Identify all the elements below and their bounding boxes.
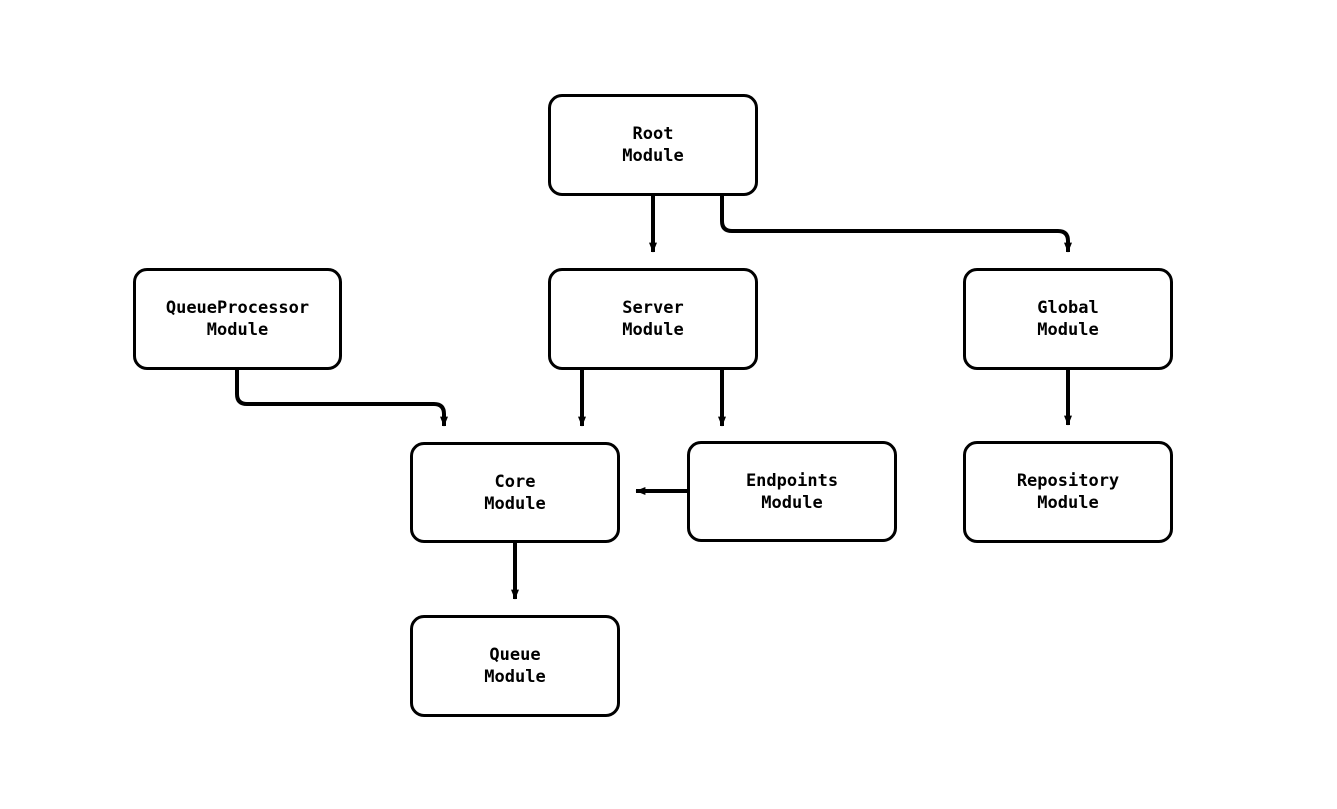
node-queueprocessor-module-line1: QueueProcessor: [165, 298, 310, 318]
node-server-module-line2: Module: [622, 320, 684, 340]
node-endpoints-module-line1: Endpoints: [745, 470, 839, 491]
node-root-module[interactable]: Root Module: [548, 94, 758, 196]
node-queue-module[interactable]: Queue Module: [410, 615, 620, 717]
node-core-module[interactable]: Core Module: [410, 442, 620, 543]
node-core-module-line2: Module: [484, 493, 546, 514]
node-queueprocessor-module[interactable]: QueueProcessor Module: [133, 268, 342, 370]
node-root-module-line2: Module: [622, 146, 684, 166]
node-queueprocessor-module-line2: Module: [206, 320, 269, 340]
node-global-module-line1: Global: [1037, 298, 1099, 318]
edge-root-global: [720, 196, 1072, 253]
node-repository-module[interactable]: Repository Module: [963, 441, 1173, 543]
node-endpoints-module-line2: Module: [761, 492, 823, 513]
node-queue-module-line1: Queue: [489, 645, 541, 665]
node-core-module-line1: Core: [494, 471, 536, 492]
node-repository-module-line2: Module: [1037, 493, 1099, 513]
node-queue-module-line2: Module: [484, 667, 546, 687]
node-endpoints-module[interactable]: Endpoints Module: [687, 441, 897, 542]
node-server-module-line1: Server: [622, 298, 684, 318]
node-global-module-line2: Module: [1037, 320, 1099, 340]
node-root-module-line1: Root: [632, 124, 674, 144]
node-global-module[interactable]: Global Module: [963, 268, 1173, 370]
node-server-module[interactable]: Server Module: [548, 268, 758, 370]
node-repository-module-line1: Repository: [1016, 471, 1120, 491]
edge-queueprocessor-core: [235, 370, 448, 427]
